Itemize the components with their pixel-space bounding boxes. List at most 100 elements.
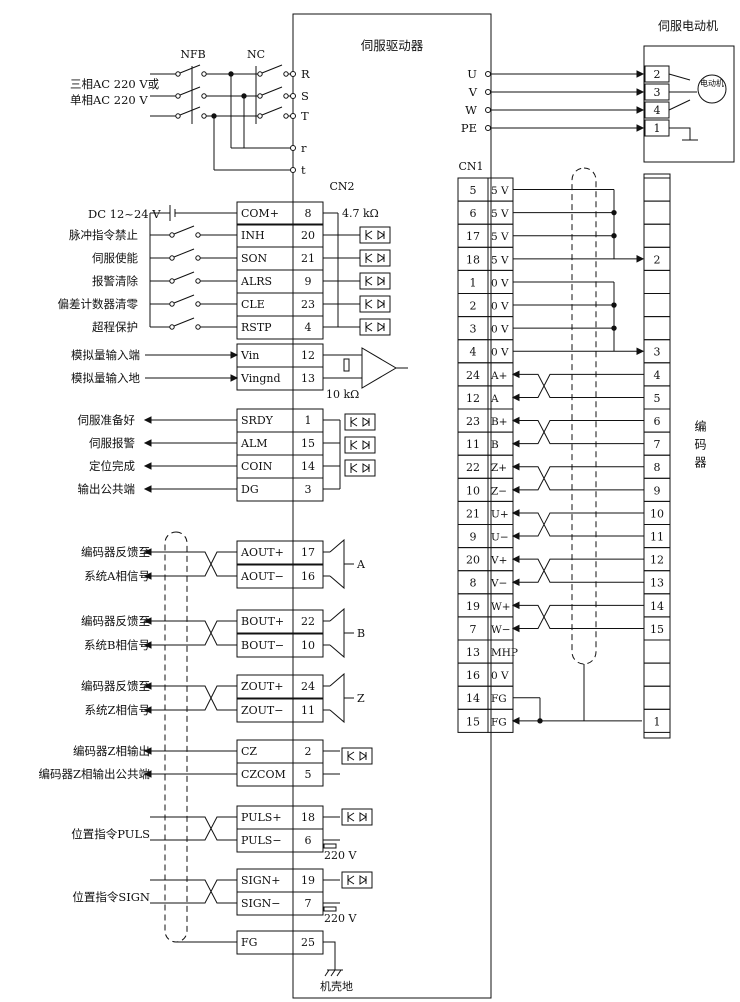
input-switch (173, 225, 195, 235)
node (211, 113, 217, 119)
opamp-icon (361, 347, 397, 389)
analog-name: Vingnd (240, 372, 281, 385)
encoder-pin: 7 (654, 438, 661, 451)
resistor-label: 10 kΩ (326, 388, 359, 401)
encoder-pin: 15 (650, 623, 664, 636)
node (611, 233, 617, 239)
arrow-icon (636, 347, 645, 356)
analog-desc: 模拟量输入端 (71, 348, 140, 362)
output-name: ALM (240, 437, 268, 450)
switch-contact (169, 232, 175, 238)
line-driver-icon (329, 538, 345, 590)
terminal (485, 107, 491, 113)
switch-contact (175, 71, 181, 77)
motor-pin: 1 (654, 122, 661, 135)
input-switch (173, 248, 195, 258)
cn1-name: B+ (491, 416, 508, 428)
output-name: SRDY (241, 414, 274, 427)
input-name: CLE (241, 298, 265, 311)
switch-contact (169, 278, 175, 284)
cn1-pin: 12 (466, 392, 480, 405)
pulse-name: SIGN+ (241, 874, 281, 887)
motor-winding (668, 99, 691, 111)
arrow-icon (511, 462, 520, 471)
chassis-label: 机壳地 (320, 979, 353, 993)
enc-out-desc: 编码器反馈至 (81, 545, 150, 559)
terminal (290, 113, 296, 119)
switch-contact (195, 255, 201, 261)
cn1-name: Z+ (491, 462, 507, 474)
arrow-icon (230, 374, 239, 382)
optocoupler-symbol (365, 253, 385, 263)
cn1-name: 5 V (491, 231, 509, 243)
analog-desc: 模拟量输入地 (71, 371, 140, 385)
enc-out-pin: 16 (301, 570, 315, 583)
cn1-pin: 1 (470, 276, 477, 289)
arrow-icon (511, 370, 520, 379)
switch-contact (201, 93, 207, 99)
supply-label: 单相AC 220 V (70, 93, 148, 107)
enc-out-name: AOUT+ (240, 546, 284, 559)
output-pin: 15 (301, 437, 315, 450)
input-desc: 伺服使能 (92, 251, 138, 265)
input-desc: 超程保护 (92, 320, 138, 334)
output-pin: 1 (305, 414, 312, 427)
resistor-label: 220 V (324, 849, 357, 862)
arrow-icon (511, 439, 520, 448)
analog-pin: 13 (301, 372, 315, 385)
encoder-pin: 9 (654, 484, 661, 497)
optocoupler-symbol (350, 440, 370, 450)
nfb-label: NFB (180, 48, 205, 61)
cn1-title: CN1 (458, 160, 483, 173)
input-name: ALRS (240, 275, 272, 288)
twisted-pair (530, 373, 558, 398)
node (611, 302, 617, 308)
arrow-icon (511, 416, 520, 425)
terminal (290, 93, 296, 99)
motor-terminal-label: V (468, 85, 478, 99)
ground-icon (336, 969, 342, 977)
arrow-icon (511, 393, 520, 402)
twisted-pair (197, 816, 225, 841)
cn1-name: U+ (491, 508, 509, 520)
arrow-icon (511, 486, 520, 494)
cn1-pin: 4 (470, 346, 477, 359)
optocoupler-symbol (365, 299, 385, 309)
cn1-name: U− (491, 532, 509, 544)
switch-contact (175, 93, 181, 99)
cz-name: CZCOM (241, 768, 286, 781)
arrow-icon (143, 706, 152, 714)
switch-contact (257, 71, 263, 77)
node (228, 71, 234, 77)
cn1-name: W− (491, 624, 511, 636)
input-optocoupler (359, 295, 391, 313)
twisted-pair (530, 604, 558, 629)
input-name: INH (241, 229, 265, 242)
enc-out-name: BOUT+ (241, 615, 284, 628)
twisted-pair (530, 558, 558, 583)
input-pin: 9 (305, 275, 312, 288)
optocoupler-symbol (347, 875, 367, 885)
terminal (290, 71, 296, 77)
cn1-pin: 10 (466, 484, 480, 497)
arrow-icon (511, 601, 520, 610)
cn1-pin: 22 (466, 461, 480, 474)
resistor-label: 4.7 kΩ (342, 207, 379, 220)
output-desc: 输出公共端 (78, 482, 136, 496)
ground-icon (324, 969, 330, 977)
ground-icon (330, 969, 336, 977)
cn1-name: 0 V (491, 670, 509, 682)
motor-title: 伺服电动机 (658, 19, 718, 33)
cn2-title: CN2 (329, 180, 354, 193)
cn1-name: 0 V (491, 324, 509, 336)
encoder-pin-box (643, 708, 671, 733)
cn1-name: FG (491, 693, 507, 705)
contactor-switch (261, 106, 283, 116)
cn1-name: MHP (491, 647, 518, 659)
encoder-pin-box (643, 639, 671, 664)
input-pin: 8 (305, 207, 312, 220)
cn1-pin: 23 (466, 415, 480, 428)
motor-terminal-label: U (467, 67, 477, 81)
cz-pin: 2 (305, 745, 312, 758)
arrow-icon (143, 641, 152, 649)
